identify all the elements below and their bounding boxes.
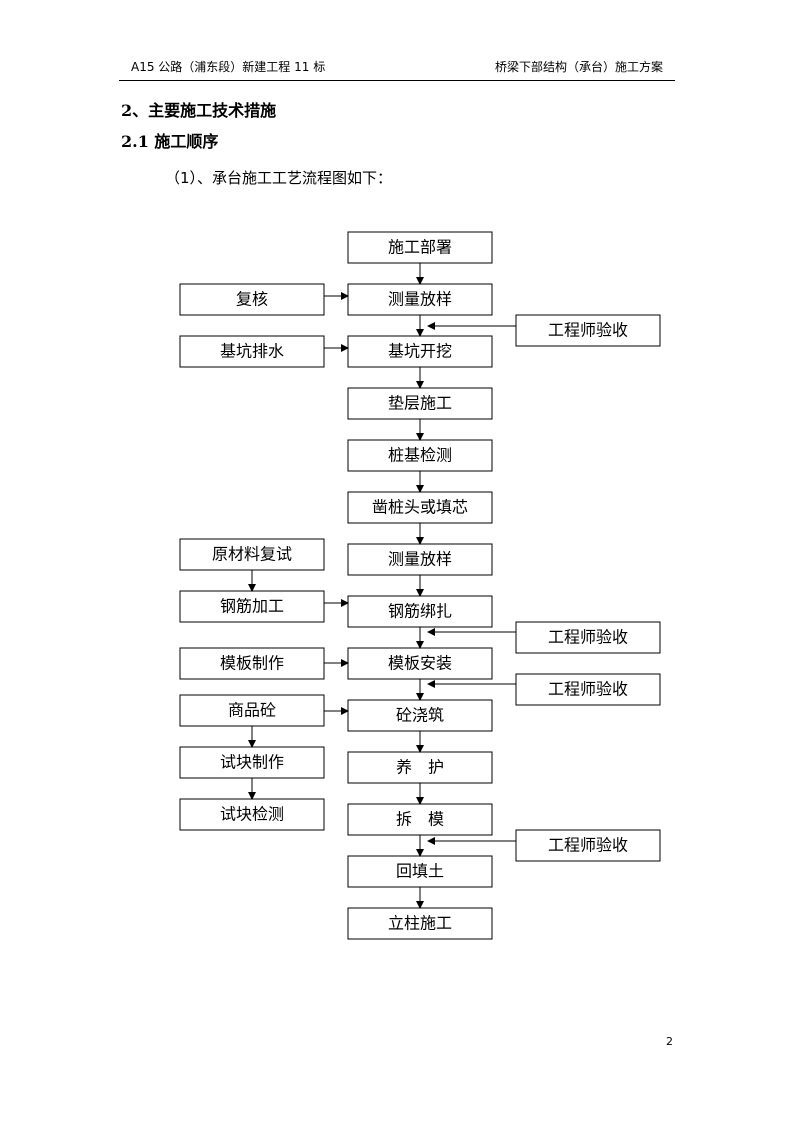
main-step-3-label: 基坑开挖 [388,342,452,361]
main-step-9-label: 模板安装 [388,654,452,673]
main-step-1-label: 施工部署 [388,238,452,257]
main-step-2: 测量放样 [347,283,493,316]
main-step-3: 基坑开挖 [347,335,493,368]
main-step-13-label: 回填土 [396,862,444,881]
left-input-1-label: 复核 [236,290,268,309]
inspection-3: 工程师验收 [515,673,661,706]
main-step-4: 垫层施工 [347,387,493,420]
main-step-10: 砼浇筑 [347,699,493,732]
main-step-11-label: 养 护 [396,758,444,777]
left-input-5: 模板制作 [179,647,325,680]
left-input-2: 基坑排水 [179,335,325,368]
main-step-7-label: 测量放样 [388,550,452,569]
left-input-5-label: 模板制作 [220,654,284,673]
main-step-8: 钢筋绑扎 [347,595,493,628]
inspection-2: 工程师验收 [515,621,661,654]
header-rule [119,80,675,81]
left-input-4: 钢筋加工 [179,590,325,623]
main-step-6: 凿桩头或填芯 [347,491,493,524]
left-input-6: 商品砼 [179,694,325,727]
header-left: A15 公路（浦东段）新建工程 11 标 [131,60,326,74]
left-input-3-label: 原材料复试 [212,545,292,564]
inspection-1: 工程师验收 [515,314,661,347]
left-input-8: 试块检测 [179,798,325,831]
main-step-4-label: 垫层施工 [388,394,452,413]
main-step-9: 模板安装 [347,647,493,680]
main-step-14-label: 立柱施工 [388,914,452,933]
main-step-12-label: 拆 模 [396,810,444,829]
subsection-title: 2.1 施工顺序 [121,132,219,151]
left-input-3: 原材料复试 [179,538,325,571]
section-title: 2、主要施工技术措施 [121,101,277,120]
main-step-14: 立柱施工 [347,907,493,940]
main-step-6-label: 凿桩头或填芯 [372,498,468,517]
main-step-7: 测量放样 [347,543,493,576]
main-step-2-label: 测量放样 [388,290,452,309]
main-step-13: 回填土 [347,855,493,888]
inspection-3-label: 工程师验收 [548,680,628,699]
main-step-1: 施工部署 [347,231,493,264]
main-step-5: 桩基检测 [347,439,493,472]
left-input-4-label: 钢筋加工 [220,597,284,616]
inspection-4: 工程师验收 [515,829,661,862]
left-input-6-label: 商品砼 [228,701,276,720]
left-input-1: 复核 [179,283,325,316]
left-input-7-label: 试块制作 [220,753,284,772]
inspection-2-label: 工程师验收 [548,628,628,647]
main-step-8-label: 钢筋绑扎 [388,602,452,621]
header-right: 桥梁下部结构（承台）施工方案 [495,60,664,74]
main-step-12: 拆 模 [347,803,493,836]
main-step-11: 养 护 [347,751,493,784]
main-step-10-label: 砼浇筑 [396,706,444,725]
page-number: 2 [666,1035,673,1048]
left-input-7: 试块制作 [179,746,325,779]
inspection-1-label: 工程师验收 [548,321,628,340]
inspection-4-label: 工程师验收 [548,836,628,855]
main-step-5-label: 桩基检测 [388,446,452,465]
left-input-8-label: 试块检测 [220,805,284,824]
intro-paragraph: （1）、承台施工工艺流程图如下： [165,169,393,187]
left-input-2-label: 基坑排水 [220,342,284,361]
